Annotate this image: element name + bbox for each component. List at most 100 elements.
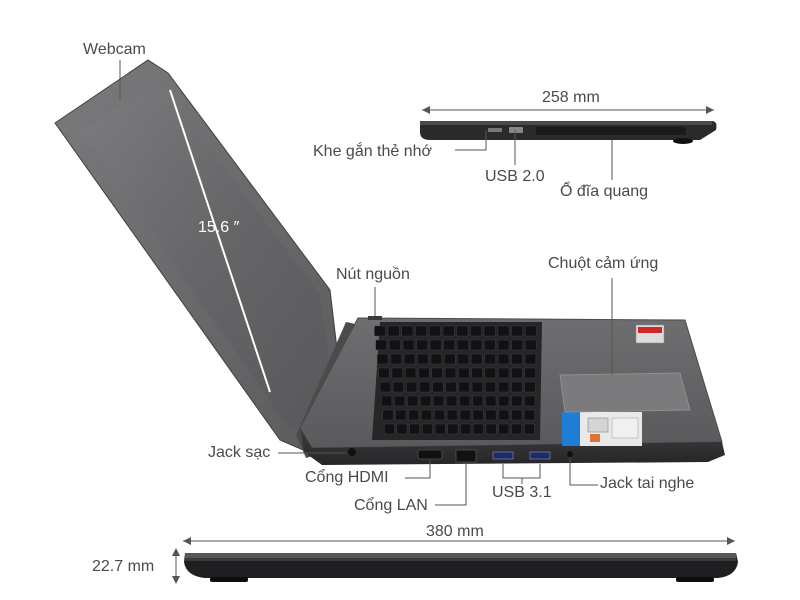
side-profile-view xyxy=(420,106,717,144)
keyboard-key xyxy=(394,395,406,407)
keyboard-key xyxy=(524,367,536,379)
keyboard-key xyxy=(524,339,537,351)
keyboard-key xyxy=(445,381,457,393)
keyboard-key xyxy=(484,367,496,379)
lan-port-label: Cổng LAN xyxy=(354,497,428,514)
power-button-label: Nút nguồn xyxy=(336,266,410,283)
headphone-jack-label: Jack tai nghe xyxy=(600,475,695,492)
keyboard-key xyxy=(433,395,445,407)
keyboard-key xyxy=(432,381,444,393)
keyboard-key xyxy=(407,395,419,407)
keyboard-key xyxy=(431,367,443,379)
charging-jack-port xyxy=(348,448,356,456)
keyboard-key xyxy=(377,353,389,365)
keyboard-key xyxy=(378,367,390,379)
headphone-jack-port xyxy=(567,451,573,457)
keyboard-key xyxy=(443,339,456,351)
open-laptop-view xyxy=(54,59,725,465)
keyboard-key xyxy=(473,423,484,435)
keyboard-key xyxy=(416,339,428,351)
keyboard-key xyxy=(409,423,421,435)
keyboard-key xyxy=(396,423,408,435)
keyboard-key xyxy=(391,367,403,379)
webcam-label: Webcam xyxy=(83,41,146,58)
keyboard-key xyxy=(422,423,433,435)
keyboard-key xyxy=(484,353,496,365)
keyboard-key xyxy=(434,409,445,421)
keyboard-key xyxy=(485,395,497,407)
keyboard-key xyxy=(511,325,524,337)
keyboard-key xyxy=(387,325,400,337)
keyboard-key xyxy=(446,395,458,407)
keyboard-key xyxy=(390,353,402,365)
keyboard-key xyxy=(458,381,470,393)
keyboard-key xyxy=(381,395,393,407)
screen-size-label: 15.6 ″ xyxy=(198,219,240,236)
keyboard-key xyxy=(457,339,469,351)
hdmi-port-label: Cổng HDMI xyxy=(305,469,389,486)
keyboard-key xyxy=(498,423,510,435)
bottom-width-label: 380 mm xyxy=(426,523,484,540)
keyboard-key xyxy=(456,325,469,337)
keyboard-key xyxy=(458,367,470,379)
keyboard-key xyxy=(524,395,536,407)
keyboard-key xyxy=(429,325,441,337)
keyboard-key xyxy=(511,367,523,379)
keyboard-key xyxy=(472,409,484,421)
keyboard-key xyxy=(524,381,536,393)
keyboard-key xyxy=(511,339,523,351)
screen-diagonal-line xyxy=(169,89,271,393)
keyboard-key xyxy=(447,423,459,435)
keyboard-key xyxy=(498,395,510,407)
keyboard-key xyxy=(485,409,497,421)
keyboard xyxy=(372,322,542,440)
keyboard-key xyxy=(497,325,510,337)
keyboard-key xyxy=(429,339,442,351)
keyboard-key xyxy=(430,353,442,365)
usb31-port-1 xyxy=(492,451,514,460)
keyboard-key xyxy=(483,325,496,337)
top-width-label: 258 mm xyxy=(542,89,600,106)
charging-jack-label: Jack sạc xyxy=(208,444,271,461)
keyboard-key xyxy=(471,367,483,379)
keyboard-key xyxy=(401,325,414,337)
keyboard-key xyxy=(395,409,407,421)
keyboard-key xyxy=(511,409,523,421)
front-edge xyxy=(300,428,725,465)
keyboard-key xyxy=(497,339,510,351)
hdmi-port xyxy=(417,449,443,460)
keyboard-key xyxy=(419,381,431,393)
keyboard-key xyxy=(472,395,484,407)
usb31-port-2 xyxy=(529,451,551,460)
keyboard-key xyxy=(470,339,483,351)
keyboard-key xyxy=(444,367,457,379)
keyboard-key xyxy=(511,381,523,393)
touchpad-label: Chuột cảm ứng xyxy=(548,255,659,272)
keyboard-key xyxy=(408,409,420,421)
keyboard-key xyxy=(442,325,455,337)
keyboard-key xyxy=(434,423,446,435)
keyboard-key xyxy=(485,423,497,435)
keyboard-key xyxy=(524,423,535,435)
keyboard-key xyxy=(459,409,471,421)
keyboard-key xyxy=(497,353,510,365)
keyboard-key xyxy=(511,423,522,435)
keyboard-key xyxy=(498,367,510,379)
keyboard-key xyxy=(511,395,523,407)
keyboard-key xyxy=(392,381,404,393)
keyboard-key xyxy=(511,353,523,365)
keyboard-key xyxy=(420,395,432,407)
keyboard-key xyxy=(524,409,535,421)
keyboard-key xyxy=(470,325,482,337)
keyboard-key xyxy=(484,339,496,351)
usb31-label: USB 3.1 xyxy=(492,484,552,501)
keyboard-key xyxy=(459,395,471,407)
keyboard-key xyxy=(403,353,416,365)
card-slot-label: Khe gắn thẻ nhớ xyxy=(313,143,433,160)
keyboard-key xyxy=(417,353,429,365)
keyboard-key xyxy=(418,367,430,379)
keyboard-key xyxy=(389,339,401,351)
lan-port xyxy=(455,449,477,463)
